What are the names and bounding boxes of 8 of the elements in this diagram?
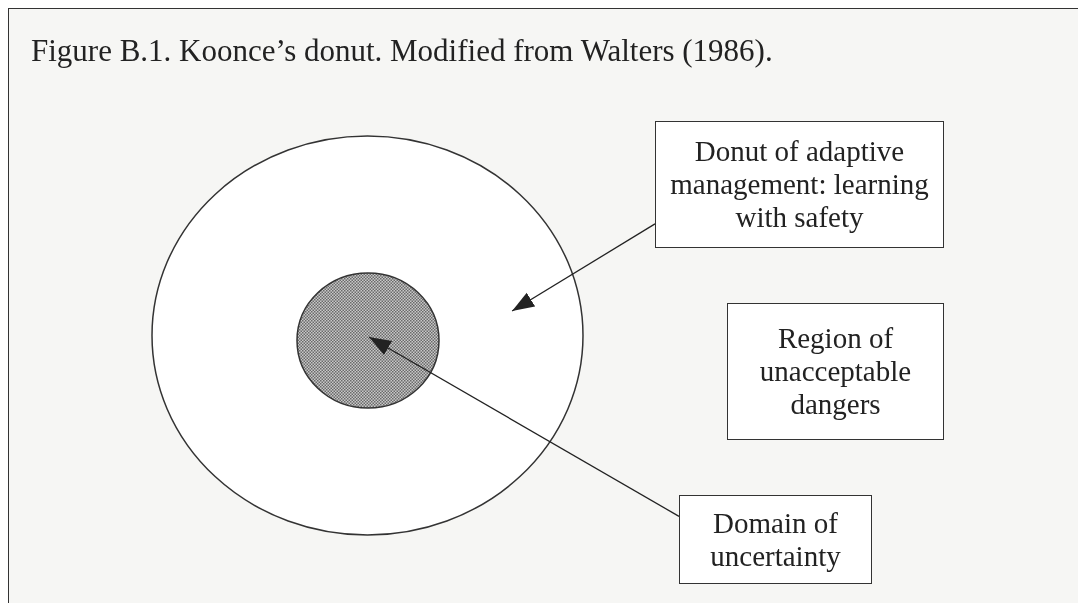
text-box: Region of unacceptable dangers: [727, 303, 944, 440]
arrow: [368, 336, 680, 517]
text-box: Donut of adaptive management: learning with safety: [655, 121, 944, 248]
outer-ellipse: [151, 135, 584, 536]
text-box: Domain of uncertainty: [679, 495, 872, 584]
arrow: [511, 223, 656, 312]
shaded-circle: [296, 272, 440, 409]
figure-title: Figure B.1. Koonce’s donut. Modified from Walters (1986).: [31, 33, 773, 69]
